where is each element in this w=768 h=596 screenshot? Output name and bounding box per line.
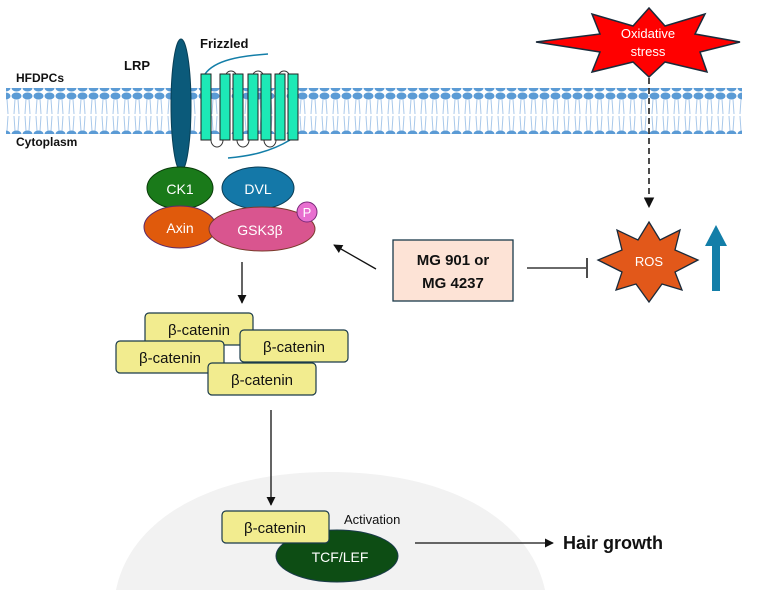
oxidative-label-2: stress [631, 44, 666, 59]
lrp-label: LRP [124, 58, 150, 73]
frizzled-label: Frizzled [200, 36, 248, 51]
nuclear-beta-catenin-label: β-catenin [244, 520, 306, 537]
gsk3b-label: GSK3β [237, 222, 282, 238]
oxidative-label-1: Oxidative [621, 26, 675, 41]
activation-label: Activation [344, 512, 400, 527]
increase-arrow-icon [705, 225, 727, 291]
ros-burst [596, 220, 700, 304]
hfdpcs-label: HFDPCs [16, 71, 64, 85]
tcf-lef-label: TCF/LEF [312, 549, 369, 565]
beta-catenin-3: β-catenin [139, 350, 201, 367]
compound-label-2: MG 4237 [422, 275, 484, 292]
cell-membrane-right [370, 88, 742, 134]
beta-catenin-2: β-catenin [263, 339, 325, 356]
beta-catenin-4: β-catenin [231, 372, 293, 389]
beta-catenin-1: β-catenin [168, 322, 230, 339]
hair-growth-label: Hair growth [563, 533, 663, 553]
cytoplasm-label: Cytoplasm [16, 135, 77, 149]
oxidative-stress-burst [535, 6, 741, 79]
compound-label-1: MG 901 or [417, 252, 490, 269]
ck1-label: CK1 [166, 181, 193, 197]
dvl-label: DVL [244, 181, 271, 197]
nuclear-beta-catenin [221, 510, 330, 544]
lrp-receptor [170, 38, 192, 172]
ros-label: ROS [635, 254, 664, 269]
gsk3b-protein [208, 206, 316, 252]
compound-to-gsk3b-arrow [333, 244, 377, 270]
beta-catenin-cluster: β-catenin β-catenin β-catenin β-catenin [115, 312, 349, 396]
frizzled-receptor [200, 53, 299, 159]
axin-label: Axin [166, 220, 193, 236]
phosphate-label: P [303, 205, 312, 220]
phosphate-group [296, 201, 318, 223]
compound-box [392, 239, 514, 302]
